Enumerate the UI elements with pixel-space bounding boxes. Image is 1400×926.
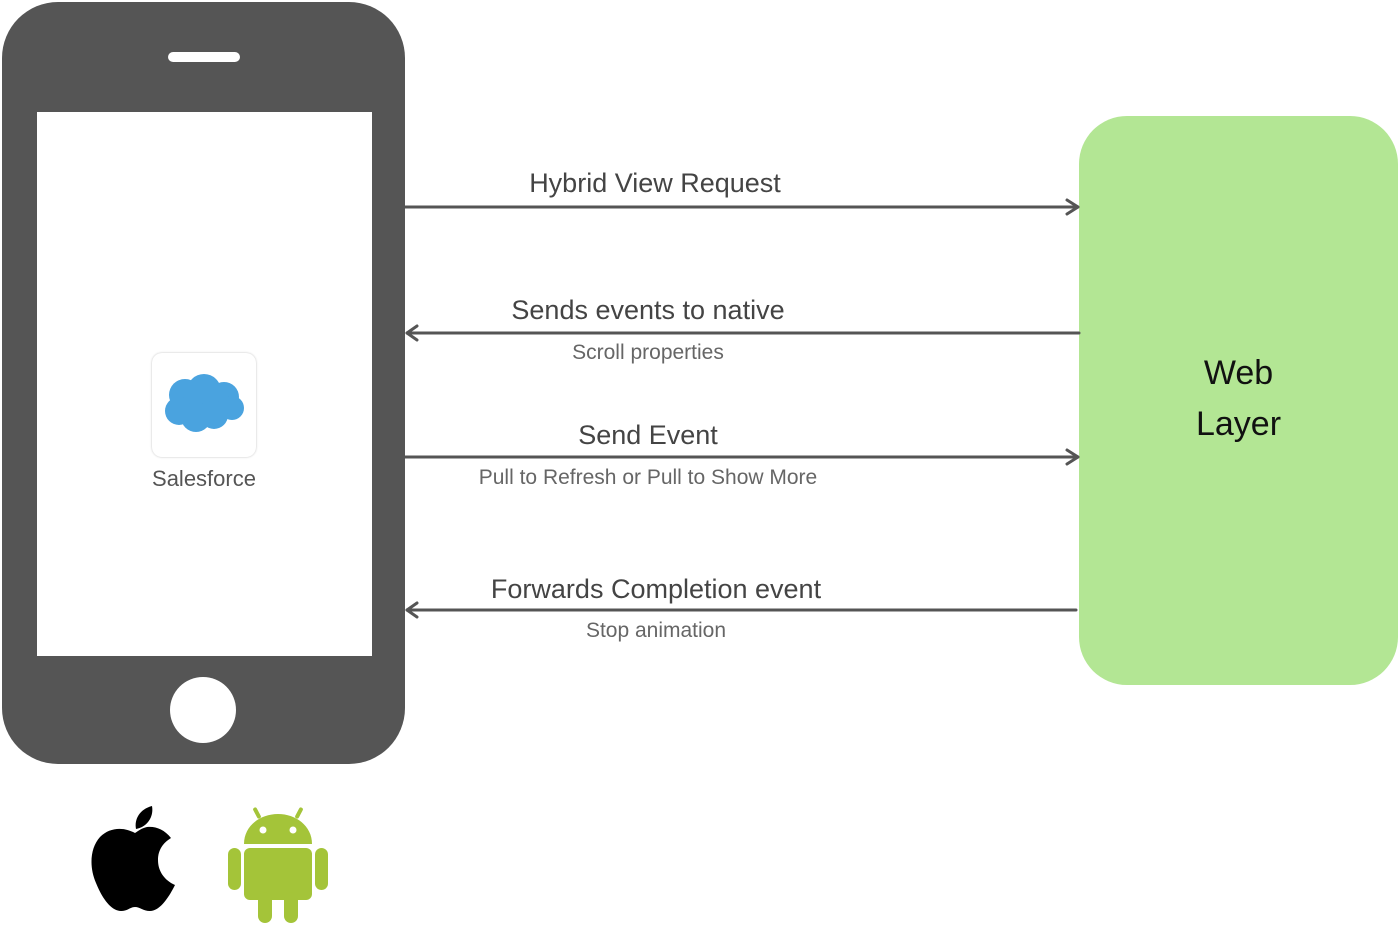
apple-logo-icon xyxy=(91,806,175,911)
web-layer-line-2: Layer xyxy=(1195,405,1282,443)
message-label-hybrid-view-request: Hybrid View Request xyxy=(529,168,781,198)
arrow-send-event xyxy=(403,448,1080,466)
app-label: Salesforce xyxy=(152,466,256,491)
android-logo-icon xyxy=(228,807,328,923)
phone-screen: Salesforce xyxy=(37,112,372,656)
arrow-forwards-completion-event xyxy=(405,601,1078,619)
phone-device: Salesforce xyxy=(2,2,405,764)
message-sublabel-scroll-properties: Scroll properties xyxy=(572,341,724,364)
message-label-send-event: Send Event xyxy=(578,420,718,450)
salesforce-app-tile[interactable] xyxy=(152,353,256,457)
home-button[interactable] xyxy=(170,677,236,743)
message-label-sends-events-to-native: Sends events to native xyxy=(511,295,785,325)
web-layer-box: Web Layer xyxy=(1079,116,1398,685)
message-label-forwards-completion-event: Forwards Completion event xyxy=(490,574,822,604)
phone-speaker xyxy=(168,52,240,62)
message-sublabel-stop-animation: Stop animation xyxy=(585,619,727,642)
message-sublabel-pull-to-refresh: Pull to Refresh or Pull to Show More xyxy=(478,466,818,489)
web-layer-label: Web Layer xyxy=(1079,348,1398,450)
arrow-sends-events-to-native xyxy=(405,324,1081,342)
salesforce-cloud-icon xyxy=(165,374,244,432)
web-layer-line-1: Web xyxy=(1203,354,1274,392)
arrow-hybrid-view-request xyxy=(403,198,1080,216)
